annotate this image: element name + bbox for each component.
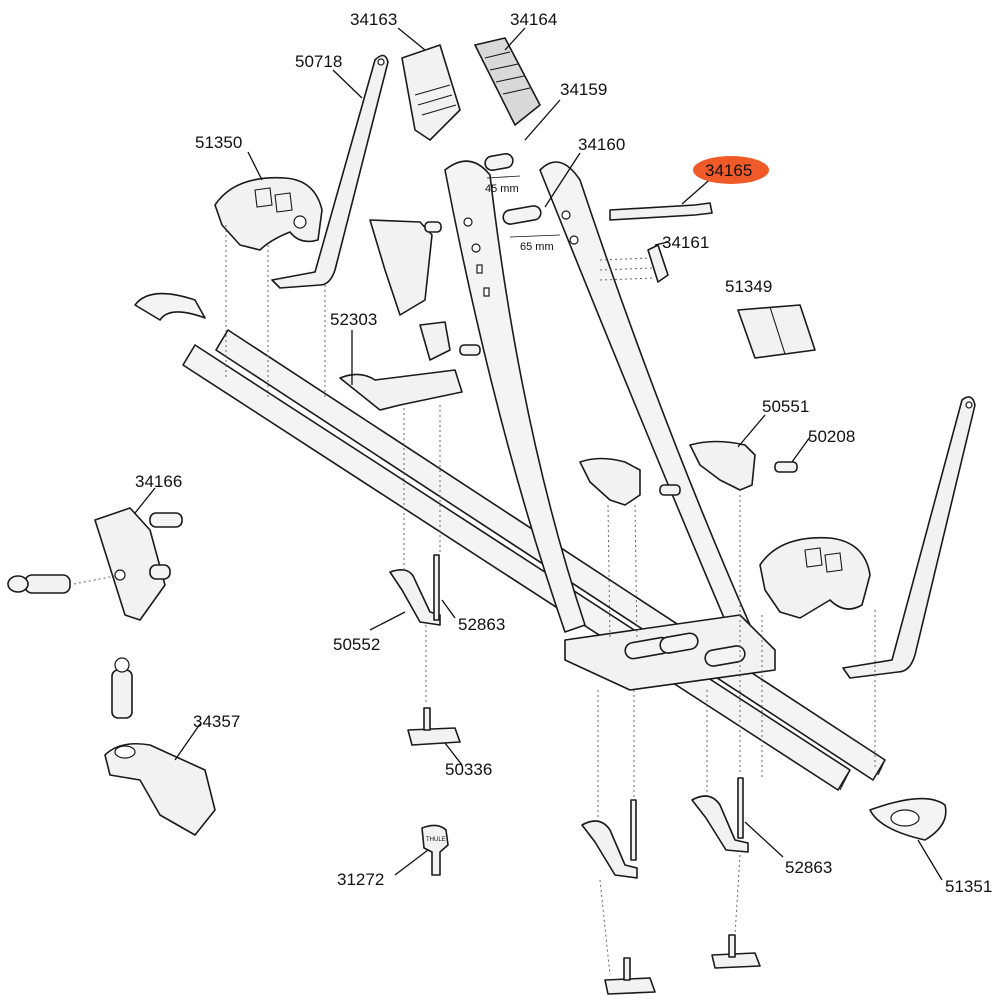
part-34163-grip bbox=[401, 44, 461, 141]
leader-lines bbox=[134, 27, 943, 881]
part-52303-mount bbox=[339, 219, 481, 411]
label-52863-b[interactable]: 52863 bbox=[785, 858, 832, 877]
label-50718[interactable]: 50718 bbox=[295, 52, 342, 71]
label-50208[interactable]: 50208 bbox=[808, 427, 855, 446]
part-labels: 34163 34164 50718 34159 51350 34160 3416… bbox=[135, 10, 992, 896]
label-51351[interactable]: 51351 bbox=[945, 877, 992, 896]
dimension-arrows: 45 mm 65 mm bbox=[485, 175, 561, 253]
part-34357-lock bbox=[104, 657, 216, 836]
part-51350-wheel-holder bbox=[214, 176, 323, 251]
label-52863-a[interactable]: 52863 bbox=[458, 615, 505, 634]
part-34166-bracket bbox=[7, 507, 183, 621]
part-51349-decal bbox=[737, 304, 816, 359]
alignment-lines bbox=[73, 225, 876, 976]
label-34161[interactable]: 34161 bbox=[662, 233, 709, 252]
label-34163[interactable]: 34163 bbox=[350, 10, 397, 29]
label-52303[interactable]: 52303 bbox=[330, 310, 377, 329]
part-31272-key: THULE bbox=[421, 824, 449, 876]
key-brand-text: THULE bbox=[426, 837, 446, 843]
right-wheel-holder bbox=[759, 536, 871, 619]
label-34165[interactable]: 34165 bbox=[705, 161, 752, 180]
dimension-65mm: 65 mm bbox=[520, 241, 554, 253]
part-50718-strap bbox=[271, 54, 389, 289]
label-34357[interactable]: 34357 bbox=[193, 712, 240, 731]
label-34166[interactable]: 34166 bbox=[135, 472, 182, 491]
label-51350[interactable]: 51350 bbox=[195, 133, 242, 152]
upright-arm bbox=[444, 160, 751, 633]
label-51349[interactable]: 51349 bbox=[725, 277, 772, 296]
dimension-45mm: 45 mm bbox=[485, 183, 519, 195]
base-hinge-block bbox=[564, 614, 776, 691]
part-50552-clamps bbox=[389, 554, 749, 879]
label-31272[interactable]: 31272 bbox=[337, 870, 384, 889]
label-50552[interactable]: 50552 bbox=[333, 635, 380, 654]
highlight-badge bbox=[693, 156, 769, 184]
label-34160[interactable]: 34160 bbox=[578, 135, 625, 154]
part-34164-grip bbox=[474, 37, 541, 126]
label-34159[interactable]: 34159 bbox=[560, 80, 607, 99]
pins-group bbox=[484, 152, 713, 283]
label-34164[interactable]: 34164 bbox=[510, 10, 557, 29]
label-50551[interactable]: 50551 bbox=[762, 397, 809, 416]
right-strap bbox=[842, 396, 976, 679]
label-50336[interactable]: 50336 bbox=[445, 760, 492, 779]
part-50551-cradles bbox=[579, 440, 798, 506]
part-50336-tbolts bbox=[407, 707, 761, 995]
